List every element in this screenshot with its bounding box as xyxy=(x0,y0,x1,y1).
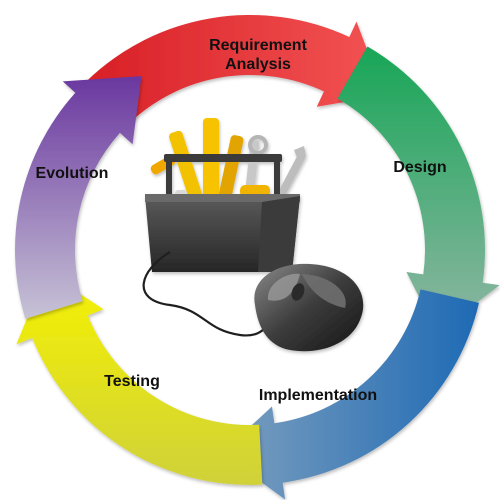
cycle-arrows xyxy=(15,15,500,500)
design-arrow xyxy=(337,46,500,334)
label-implementation-line: Implementation xyxy=(259,387,377,404)
label-implementation: Implementation xyxy=(259,387,377,404)
label-design-line: Design xyxy=(393,159,446,176)
testing-arrow xyxy=(16,271,263,485)
toolbox-icon xyxy=(145,118,306,272)
label-evolution-line: Evolution xyxy=(36,165,109,182)
implementation-arrow xyxy=(221,289,479,500)
computer-mouse-icon xyxy=(254,263,364,352)
label-requirement-analysis-line: Requirement xyxy=(209,37,307,54)
requirement-analysis-arrow xyxy=(86,15,385,125)
label-testing-line: Testing xyxy=(104,373,160,390)
mouse-cable xyxy=(142,251,269,337)
label-design: Design xyxy=(393,159,446,176)
label-requirement-analysis-line: Analysis xyxy=(225,56,291,73)
label-evolution: Evolution xyxy=(36,165,109,182)
label-testing: Testing xyxy=(104,373,160,390)
evolution-arrow xyxy=(15,76,142,319)
